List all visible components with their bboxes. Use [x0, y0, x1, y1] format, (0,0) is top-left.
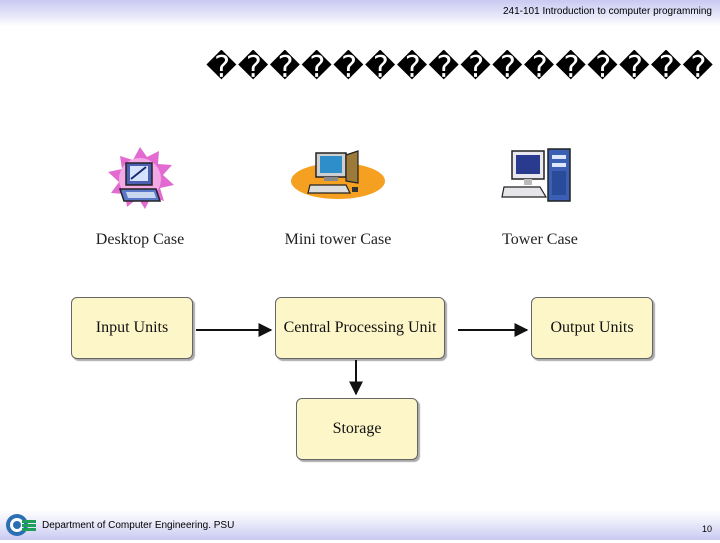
department-text: Department of Computer Engineering. PSU [42, 520, 235, 531]
desktop-case: Desktop Case [70, 145, 210, 249]
footer-band: Department of Computer Engineering. PSU … [0, 510, 720, 540]
desktop-computer-icon [70, 145, 210, 225]
output-units-box: Output Units [531, 297, 653, 359]
mini-tower-case-label: Mini tower Case [284, 231, 392, 248]
psu-logo-icon [4, 512, 38, 538]
tower-case-label: Tower Case [502, 231, 578, 248]
storage-label: Storage [332, 420, 382, 437]
tower-computer-icon [470, 145, 610, 225]
input-units-box: Input Units [71, 297, 193, 359]
mini-tower-computer-icon [268, 145, 408, 225]
mini-tower-case: Mini tower Case [268, 145, 408, 249]
input-units-label: Input Units [95, 319, 169, 336]
course-title: 241-101 Introduction to computer program… [502, 6, 712, 17]
cpu-box: Central Processing Unit [275, 297, 445, 359]
cpu-label: Central Processing Unit [283, 319, 437, 336]
storage-box: Storage [296, 398, 418, 460]
slide-title: ���������������� [206, 50, 715, 85]
header-band: 241-101 Introduction to computer program… [0, 0, 720, 26]
output-units-label: Output Units [550, 319, 634, 336]
tower-case: Tower Case [470, 145, 610, 249]
desktop-case-label: Desktop Case [95, 231, 185, 248]
page-number: 10 [701, 524, 712, 534]
